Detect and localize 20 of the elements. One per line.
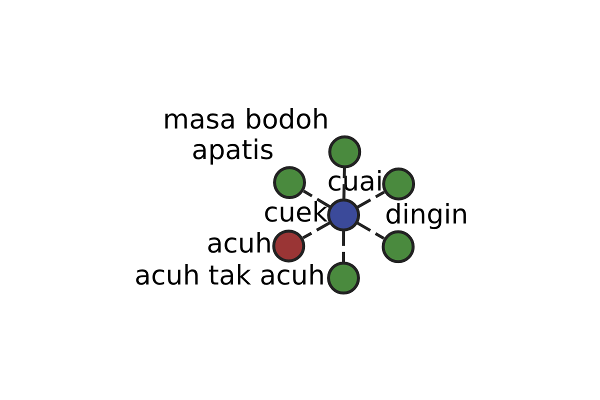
node-circle — [382, 168, 415, 200]
connector — [342, 168, 346, 200]
node-label: acuh — [206, 228, 272, 260]
node-circle — [381, 230, 414, 264]
node-circle — [326, 198, 360, 232]
node-circle — [328, 135, 361, 168]
node-label: masa bodoh — [162, 104, 328, 136]
connector — [302, 190, 330, 208]
node-circle — [326, 262, 360, 295]
node-label: cuek — [263, 198, 328, 229]
node-label: dingin — [384, 199, 468, 230]
node-label: cuai — [326, 166, 383, 198]
node-circle — [272, 230, 305, 262]
node-label: acuh tak acuh — [134, 260, 325, 292]
connector — [356, 222, 384, 240]
connector — [302, 222, 330, 240]
node-label: apatis — [191, 135, 274, 166]
connector — [356, 190, 384, 208]
connector — [342, 230, 345, 262]
node-circle — [272, 166, 306, 200]
